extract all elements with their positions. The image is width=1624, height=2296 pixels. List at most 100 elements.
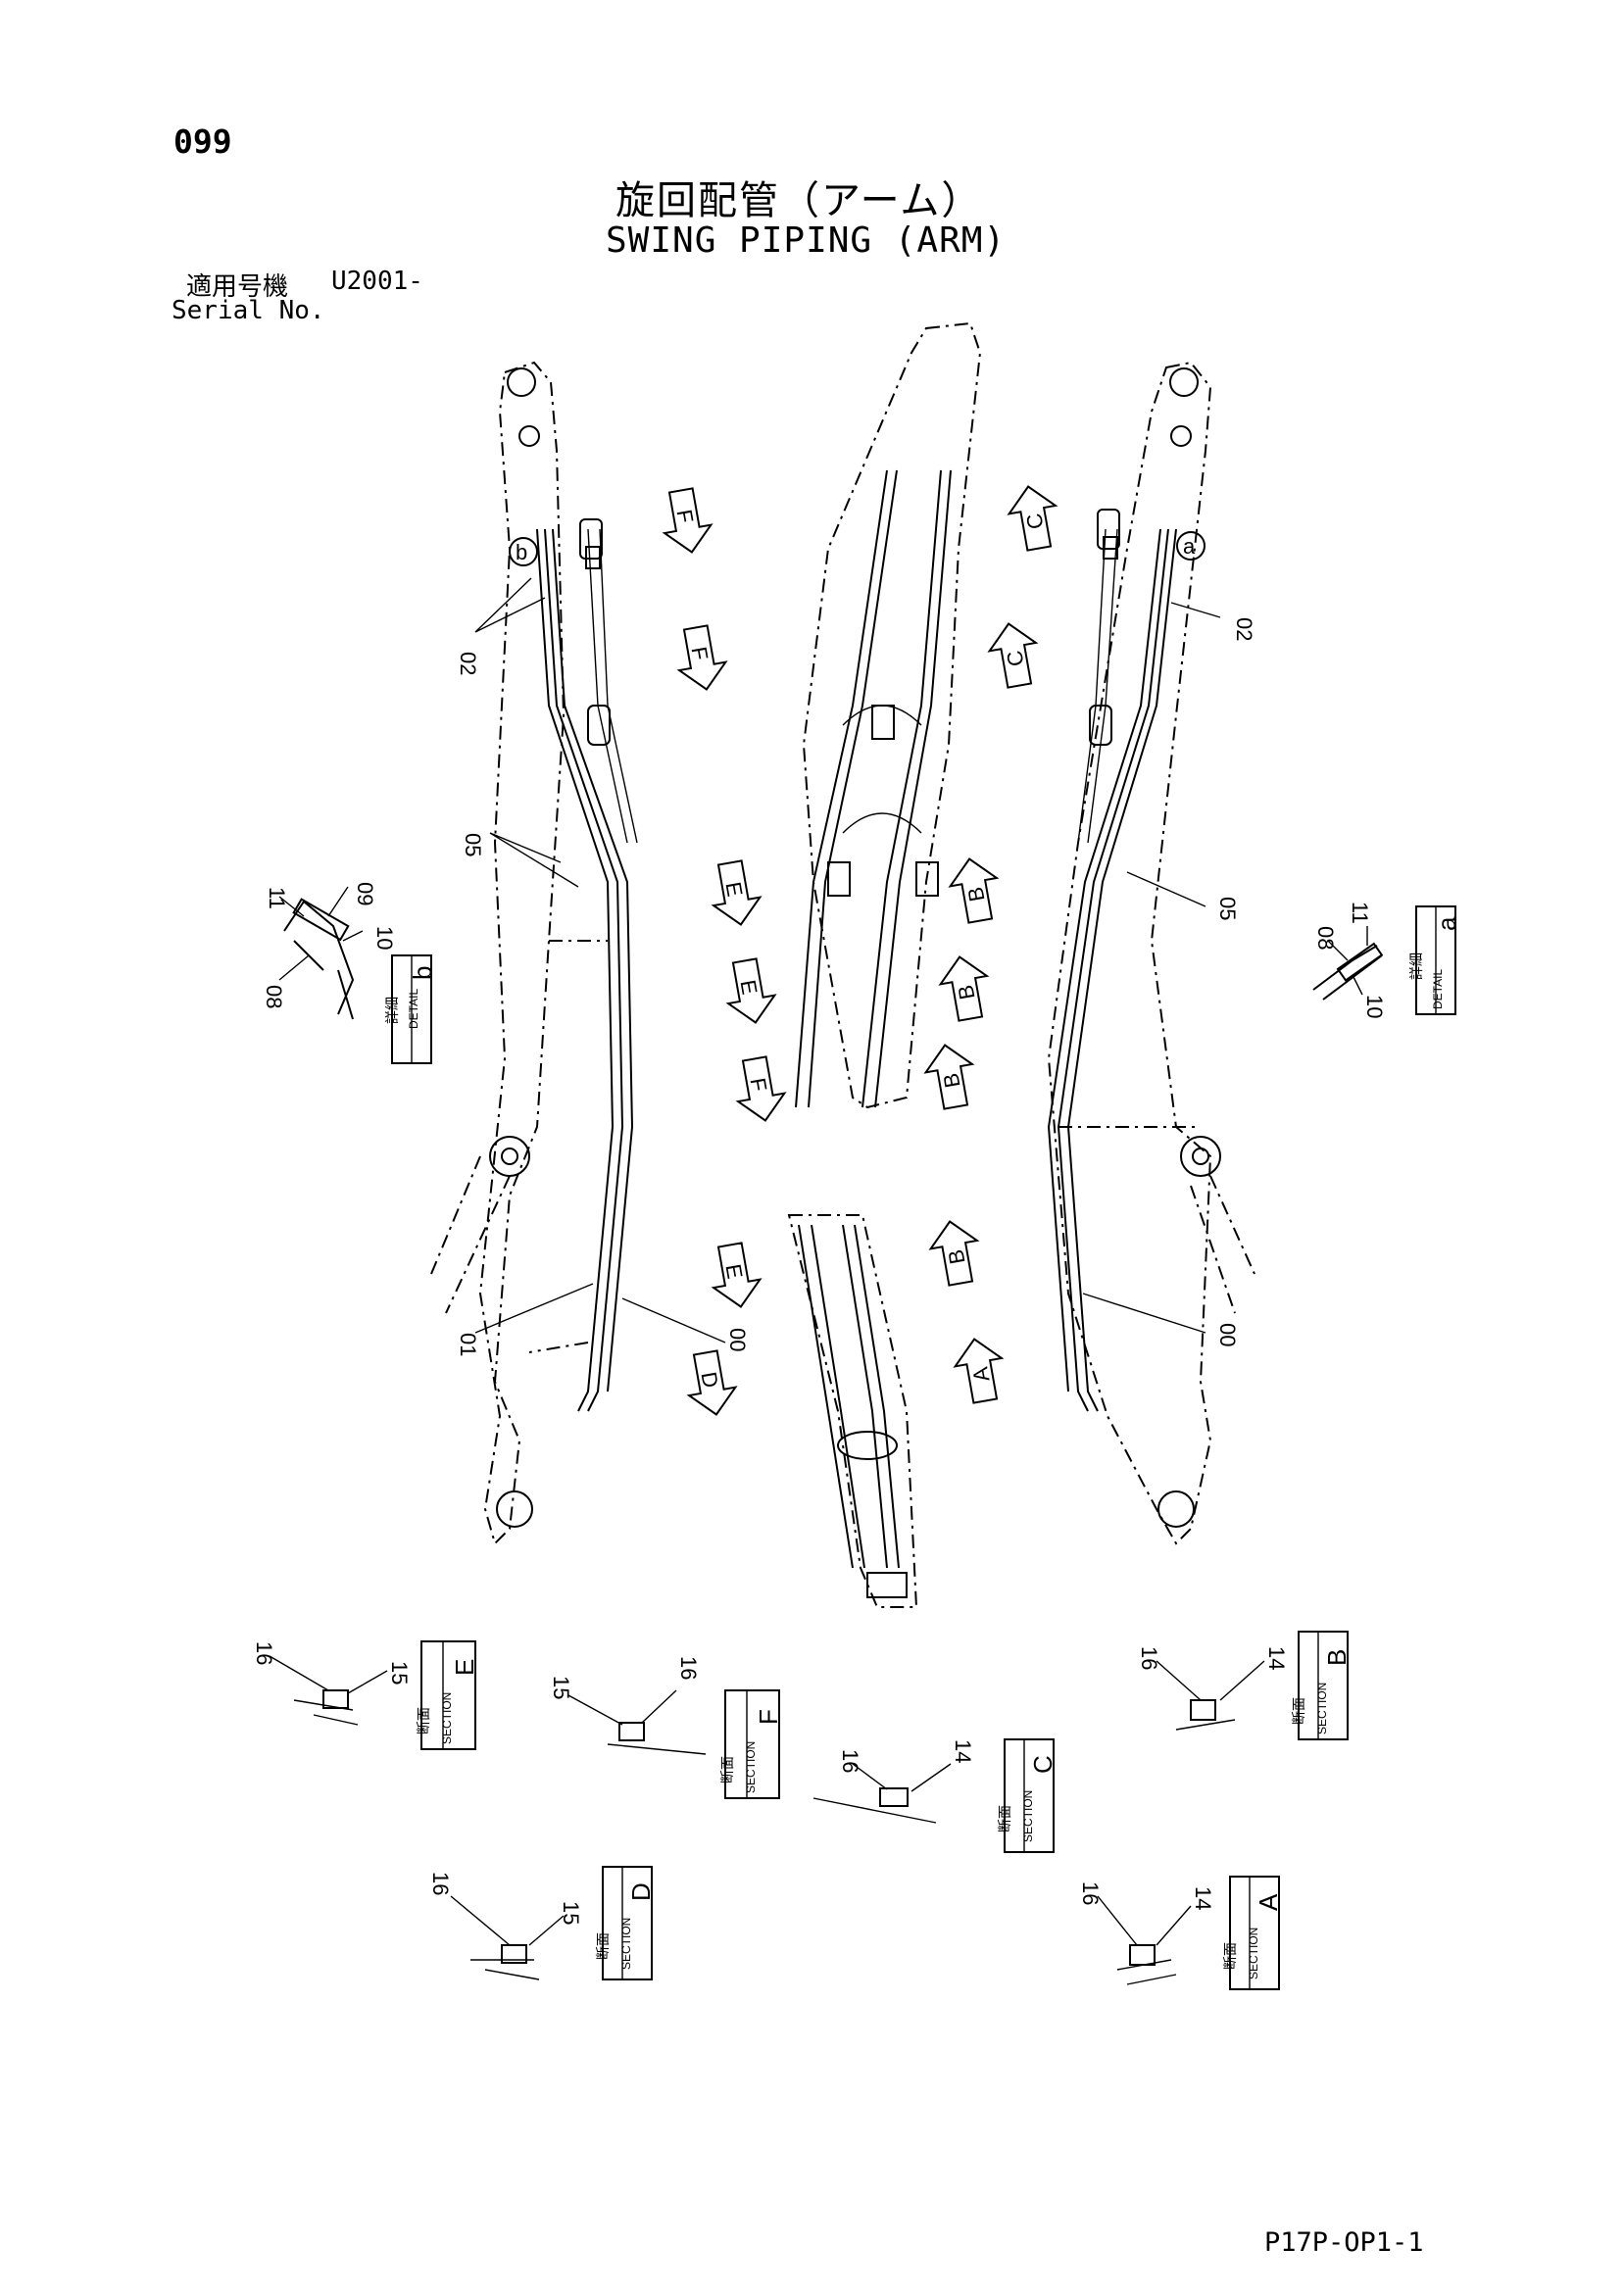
part-label: 01 [456, 1333, 480, 1356]
drawing-code: P17P-OP1-1 [1264, 2227, 1424, 2258]
svg-text:断面: 断面 [719, 1756, 735, 1783]
svg-text:B: B [1322, 1649, 1352, 1666]
part-label: 16 [252, 1641, 276, 1665]
svg-text:C: C [1021, 512, 1048, 531]
view-arrow-d: D [686, 1349, 738, 1416]
part-label: 15 [549, 1676, 573, 1699]
part-label: 10 [1362, 995, 1387, 1018]
svg-text:断面: 断面 [997, 1805, 1012, 1832]
part-label: 00 [725, 1328, 750, 1351]
svg-text:SECTION: SECTION [1315, 1683, 1329, 1734]
svg-text:DETAIL: DETAIL [1431, 969, 1445, 1009]
serial-label-japanese: 適用号機 [186, 272, 289, 302]
svg-text:B: B [953, 983, 979, 1001]
view-arrow-e: E [711, 859, 763, 926]
center-arm-top-drawing [795, 321, 982, 1109]
svg-text:SECTION: SECTION [440, 1692, 454, 1744]
svg-text:C: C [1028, 1755, 1058, 1774]
part-label: 14 [1191, 1886, 1215, 1910]
svg-text:SECTION: SECTION [744, 1741, 758, 1793]
svg-text:B: B [938, 1071, 964, 1090]
svg-text:SECTION: SECTION [1021, 1790, 1035, 1842]
svg-text:E: E [720, 880, 747, 899]
svg-text:E: E [450, 1659, 479, 1676]
section-c-label-box: 断面 SECTION C [997, 1738, 1058, 1853]
page-title-english: SWING PIPING (ARM) [606, 220, 1007, 261]
svg-text:DETAIL: DETAIL [407, 989, 420, 1029]
part-label: 10 [372, 926, 397, 950]
view-arrow-f: F [662, 487, 714, 554]
svg-text:C: C [1002, 649, 1028, 668]
part-label: 00 [1215, 1323, 1240, 1346]
part-label: 16 [1078, 1881, 1103, 1905]
section-f-label-box: 断面 SECTION F [719, 1689, 783, 1799]
svg-text:D: D [696, 1370, 722, 1390]
view-arrow-b: B [938, 955, 990, 1022]
svg-text:詳細: 詳細 [1408, 953, 1424, 980]
svg-text:b: b [408, 966, 437, 980]
detail-a: 08 11 10 詳細 DETAIL a [1312, 902, 1461, 1018]
serial-label-english: Serial No. [172, 296, 325, 325]
section-b: 16 14 断面 SECTION B [1137, 1631, 1352, 1740]
part-label: 11 [265, 887, 289, 909]
svg-text:F: F [671, 508, 698, 525]
center-arm-bottom-drawing [787, 1214, 918, 1608]
part-label: 08 [1313, 926, 1338, 950]
part-label: 09 [353, 882, 377, 905]
part-label: 08 [262, 985, 286, 1008]
svg-text:E: E [735, 978, 762, 997]
svg-text:断面: 断面 [416, 1707, 431, 1734]
svg-text:E: E [720, 1262, 747, 1281]
section-d-label-box: 断面 SECTION D [595, 1866, 656, 1980]
right-arm-drawing: a [1047, 361, 1255, 1545]
section-e-label-box: 断面 SECTION E [416, 1640, 479, 1750]
part-label: 14 [1264, 1646, 1289, 1670]
part-label: 05 [1215, 897, 1240, 920]
part-label: 15 [387, 1661, 412, 1685]
view-arrows: F F E E F E D C [662, 485, 1058, 1416]
svg-text:断面: 断面 [1222, 1942, 1238, 1970]
svg-text:D: D [626, 1882, 656, 1901]
part-label: 02 [1232, 617, 1256, 641]
left-arm-drawing: b [430, 361, 638, 1545]
page-title-japanese: 旋回配管（アーム） [615, 178, 983, 223]
section-a: 16 14 断面 SECTION A [1078, 1876, 1283, 1990]
svg-text:B: B [943, 1247, 969, 1266]
part-label: 05 [461, 833, 485, 856]
view-arrow-c: C [1007, 485, 1058, 552]
view-arrow-b: B [923, 1044, 975, 1110]
part-label: 11 [1348, 902, 1372, 924]
part-label: 16 [676, 1656, 701, 1680]
view-arrow-b: B [928, 1220, 980, 1287]
callout-letter-b: b [516, 540, 527, 564]
part-label: 16 [428, 1872, 453, 1895]
section-a-label-box: 断面 SECTION A [1222, 1876, 1283, 1990]
section-e: 16 15 断面 SECTION E [252, 1640, 479, 1750]
page-number: 099 [173, 122, 232, 161]
detail-b: 11 09 10 08 詳細 DETAIL b [262, 882, 437, 1064]
svg-text:詳細: 詳細 [384, 997, 400, 1024]
view-arrow-c: C [987, 622, 1039, 689]
view-arrow-e: E [725, 957, 777, 1024]
svg-text:F: F [686, 645, 713, 662]
view-arrow-f: F [676, 624, 728, 691]
view-arrow-b: B [948, 857, 1000, 924]
detail-a-label-box: 詳細 DETAIL a [1408, 905, 1461, 1015]
section-f: 15 16 断面 SECTION F [549, 1656, 783, 1799]
section-c: 16 14 断面 SECTION C [812, 1738, 1058, 1853]
svg-text:A: A [1254, 1893, 1283, 1911]
svg-text:F: F [754, 1709, 783, 1725]
part-label: 16 [1137, 1646, 1161, 1670]
svg-text:A: A [967, 1365, 994, 1384]
part-label: 14 [951, 1739, 975, 1763]
serial-value: U2001- [331, 267, 423, 296]
svg-text:断面: 断面 [1291, 1697, 1306, 1725]
svg-text:SECTION: SECTION [1247, 1928, 1260, 1979]
arm-part-callouts: 02 05 01 00 02 05 00 [456, 577, 1256, 1356]
callout-letter-a: a [1183, 534, 1196, 559]
section-d: 16 15 断面 SECTION D [428, 1866, 656, 1980]
view-arrow-a: A [953, 1338, 1005, 1404]
svg-text:F: F [745, 1076, 771, 1094]
part-label: 15 [559, 1901, 583, 1925]
